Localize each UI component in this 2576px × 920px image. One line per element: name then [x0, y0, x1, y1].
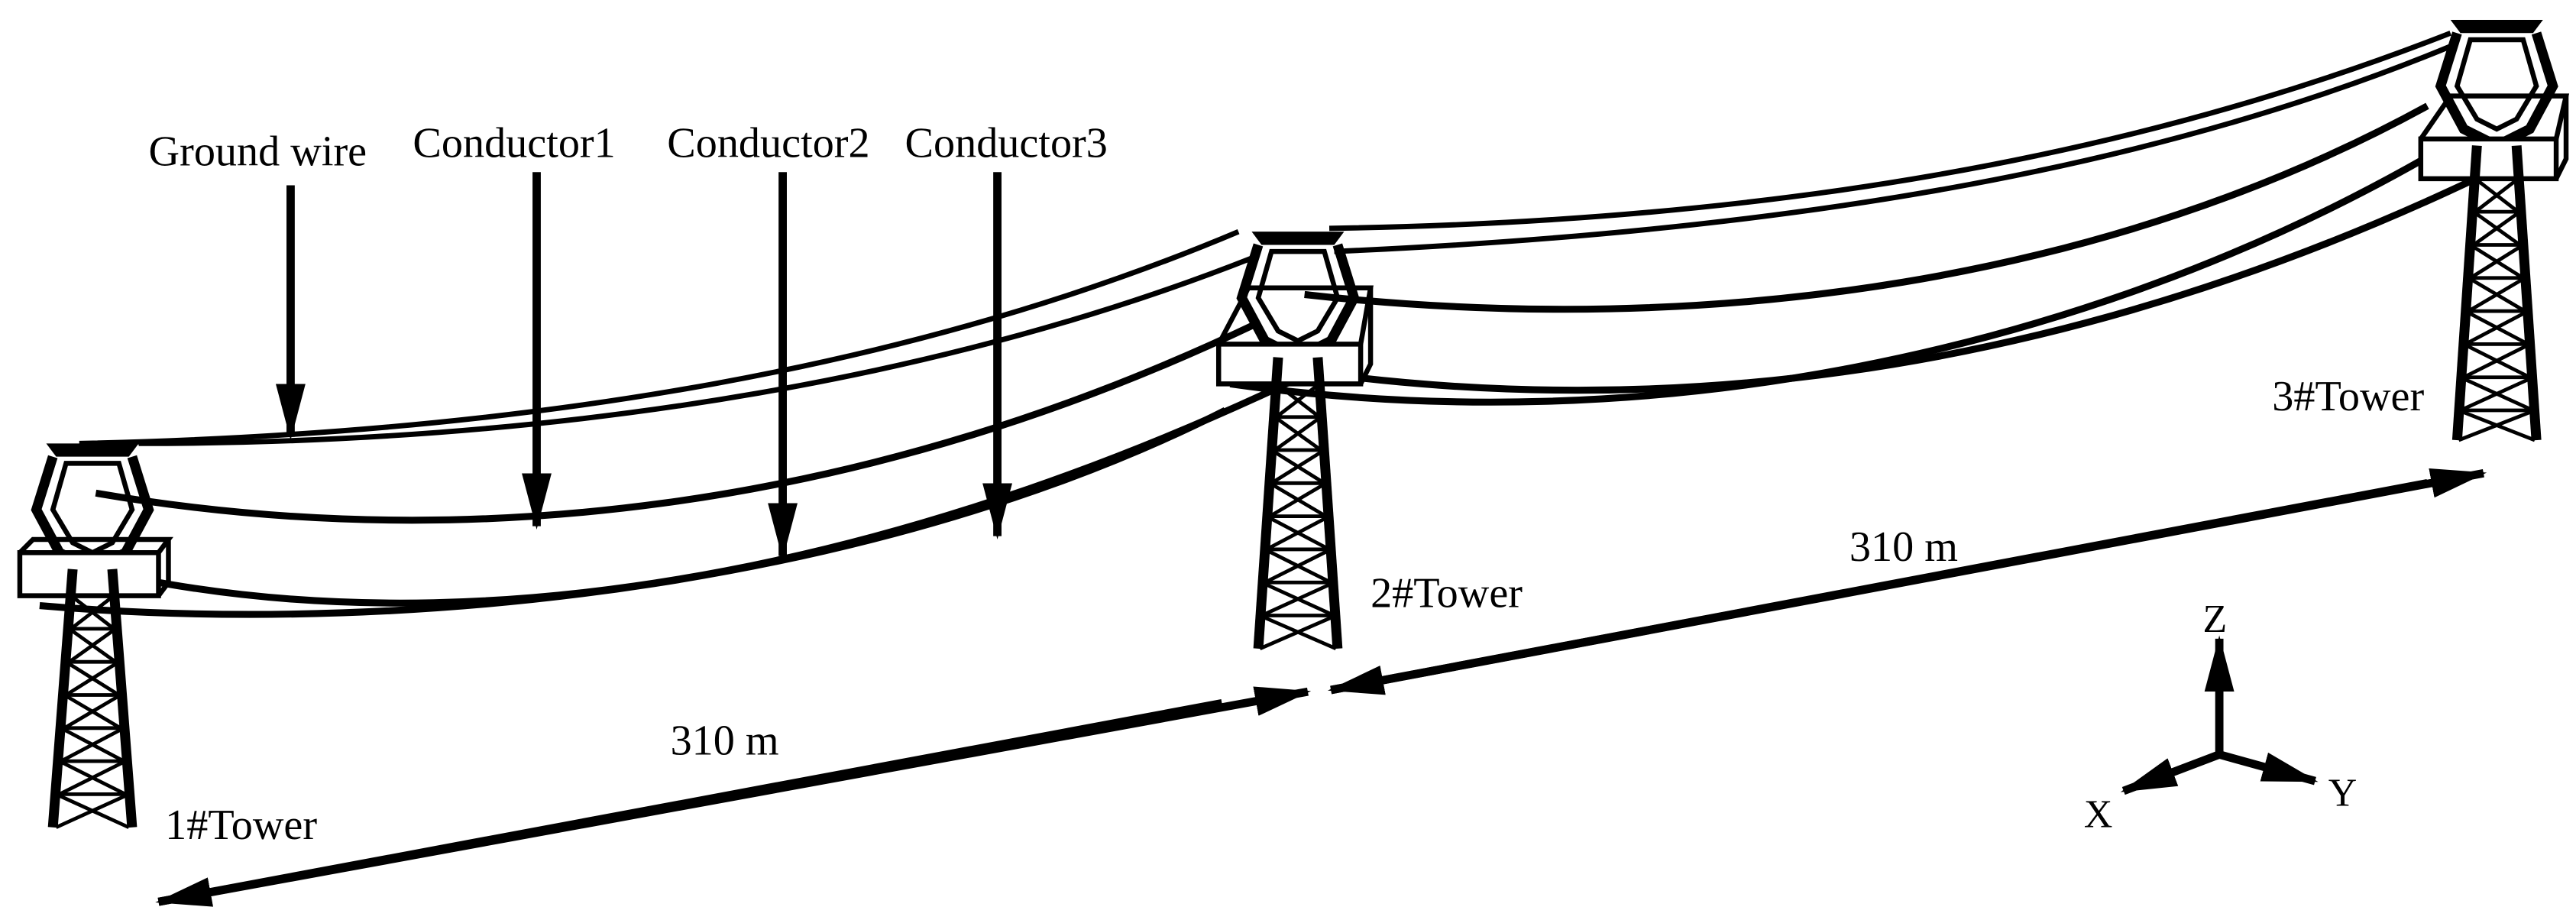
span1-length: 310 m: [671, 717, 779, 764]
span1-wires: [39, 228, 1336, 618]
conductor1-span2: [1304, 102, 2429, 313]
y-axis-arrow: [2218, 750, 2319, 786]
conductor2-label: Conductor2: [667, 120, 869, 167]
conductor3-span2: [1229, 155, 2426, 406]
span2-dimension: 310 m: [1327, 468, 2487, 695]
ground-wire-span1-a: [79, 228, 1240, 446]
x-axis-arrow: [2120, 750, 2222, 795]
tower2-label: 2#Tower: [1371, 570, 1523, 617]
y-axis-label: Y: [2328, 772, 2357, 815]
span1-dimension: 310 m: [155, 686, 1312, 907]
x-axis-label: X: [2084, 793, 2112, 837]
axis-triad: Z X Y: [2084, 598, 2357, 837]
z-axis-label: Z: [2202, 598, 2227, 641]
tower-1: [17, 443, 173, 829]
ground-wire-span2-a: [1328, 31, 2451, 232]
tower-2: [1215, 232, 1374, 651]
ground-wire-span2-b: [1334, 44, 2452, 254]
ground-wire-span1-b: [138, 255, 1253, 446]
conductor2-span2: [1353, 142, 2545, 394]
conductor1-span1: [95, 321, 1257, 524]
span2-wires: [1229, 31, 2545, 406]
conductor1-label: Conductor1: [413, 120, 615, 167]
tower-3: [2418, 19, 2570, 442]
conductor3-label: Conductor3: [905, 120, 1108, 167]
wire-leaders: [275, 172, 1013, 559]
tower1-label: 1#Tower: [165, 802, 317, 849]
conductor3-span1: [39, 407, 1227, 618]
span2-length: 310 m: [1849, 523, 1958, 571]
ground-wire-label: Ground wire: [149, 128, 367, 176]
tower3-label: 3#Tower: [2272, 373, 2424, 420]
